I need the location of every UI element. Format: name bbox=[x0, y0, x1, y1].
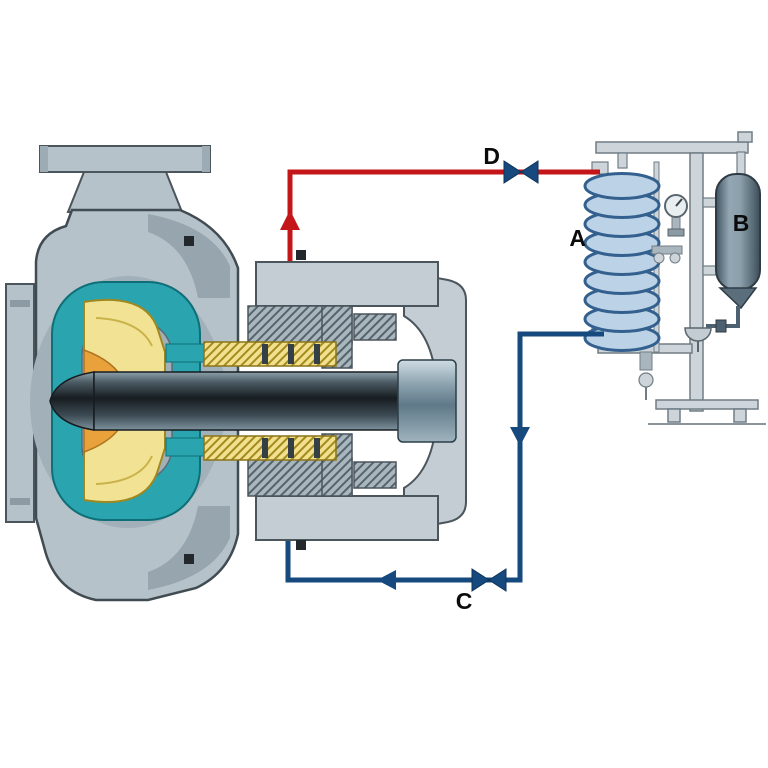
frame-top-cap bbox=[737, 131, 753, 143]
vessel-drain-valve bbox=[715, 319, 727, 333]
frame-top-beam bbox=[595, 141, 749, 154]
shaft-sleeve-bottom bbox=[165, 437, 207, 457]
valve-d bbox=[503, 160, 539, 184]
coil-hanger bbox=[617, 152, 628, 169]
seal-ring bbox=[288, 344, 294, 364]
valve-icon bbox=[503, 160, 522, 184]
label-cooler-a: A bbox=[569, 225, 586, 251]
cold-return-line bbox=[285, 331, 604, 590]
discharge-neck bbox=[66, 171, 184, 213]
funnel-bowl bbox=[684, 327, 712, 342]
discharge-flange bbox=[39, 145, 211, 173]
drain-valve bbox=[638, 372, 654, 388]
shaft-end-collar bbox=[397, 359, 457, 443]
seal-gland-flange-top bbox=[321, 305, 353, 369]
handwheel-icon bbox=[669, 252, 681, 264]
volute-channel-top bbox=[148, 214, 230, 298]
impeller-vane-line bbox=[95, 455, 153, 485]
frame-post bbox=[689, 152, 704, 412]
seal-cover-bottom bbox=[255, 495, 439, 541]
discharge-flange-edge bbox=[202, 146, 210, 172]
suction-flange-slot bbox=[10, 498, 30, 505]
fitting-block bbox=[651, 245, 683, 255]
seal-ring bbox=[288, 438, 294, 458]
flow-arrow-up bbox=[280, 210, 300, 230]
bolt bbox=[184, 554, 194, 564]
volute-channel-bottom bbox=[148, 506, 230, 590]
reservoir-b bbox=[684, 151, 761, 352]
flow-arrow-down bbox=[510, 427, 530, 446]
seal-ring bbox=[314, 438, 320, 458]
shaft-nose bbox=[49, 371, 95, 431]
vessel-bottom-cone bbox=[718, 287, 758, 310]
pump bbox=[5, 145, 467, 602]
seal-cover-top bbox=[255, 261, 439, 307]
suction-flange bbox=[5, 283, 35, 523]
frame-base-plate bbox=[655, 399, 759, 410]
gauge-stem bbox=[671, 216, 681, 230]
bolt bbox=[296, 540, 306, 550]
seal-ring bbox=[262, 438, 268, 458]
frame-foot-left bbox=[667, 408, 681, 423]
flow-arrow-left bbox=[377, 570, 396, 590]
suction-flange-slot bbox=[10, 300, 30, 307]
pump-shaft bbox=[93, 371, 425, 431]
bolt bbox=[296, 250, 306, 260]
gauge-needle bbox=[675, 198, 683, 207]
seal-ring bbox=[314, 344, 320, 364]
instruments bbox=[638, 194, 688, 400]
seal-ring bbox=[262, 344, 268, 364]
gauge-valve bbox=[667, 228, 685, 237]
seal-clamp-top bbox=[353, 313, 397, 341]
valve-icon bbox=[520, 160, 539, 184]
drain-fitting bbox=[639, 351, 653, 371]
handwheel-icon bbox=[653, 252, 665, 264]
valve-icon bbox=[471, 568, 490, 592]
bearing-bracket bbox=[403, 270, 467, 532]
cooler-a bbox=[583, 152, 661, 353]
valve-icon bbox=[488, 568, 507, 592]
discharge-flange-edge bbox=[40, 146, 48, 172]
valve-c bbox=[471, 568, 507, 592]
frame-foot-right bbox=[733, 408, 747, 423]
bolt bbox=[184, 236, 194, 246]
shaft-sleeve-top bbox=[165, 343, 207, 363]
vessel-bracket-lower bbox=[702, 265, 717, 276]
cold-line-pipe bbox=[285, 331, 604, 583]
vessel-top-nozzle bbox=[736, 151, 746, 177]
vessel-bracket-upper bbox=[702, 197, 717, 208]
label-valve-d: D bbox=[483, 143, 500, 169]
label-reservoir-b: B bbox=[733, 210, 750, 236]
seal-clamp-bottom bbox=[353, 461, 397, 489]
label-valve-c: C bbox=[456, 588, 473, 614]
impeller-vane-line bbox=[95, 317, 153, 347]
coil-turn bbox=[583, 172, 661, 200]
cooling-coil bbox=[583, 172, 661, 352]
